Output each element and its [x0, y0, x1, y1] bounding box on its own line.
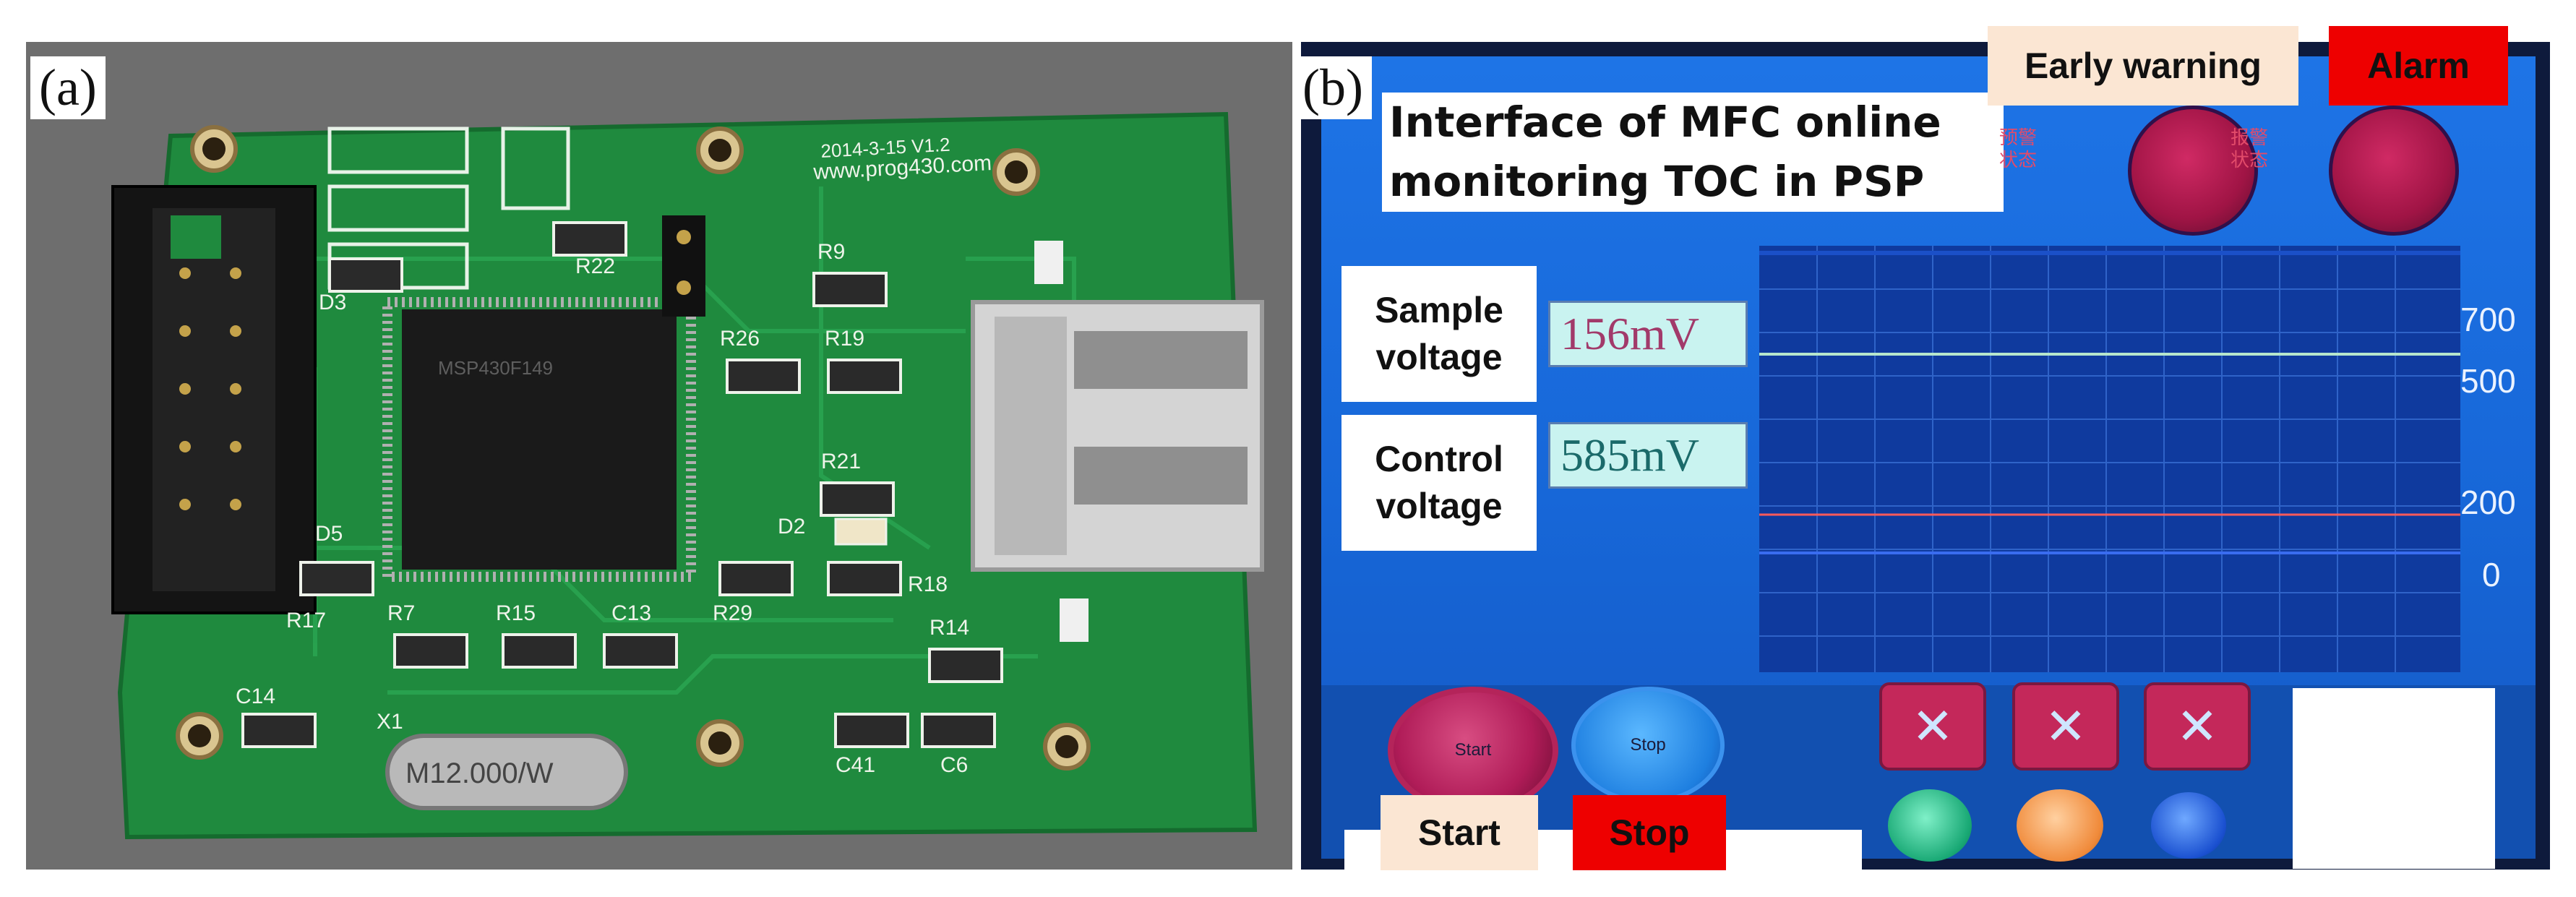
- sample-voltage-label: Sample voltage: [1341, 266, 1537, 402]
- svg-text:R15: R15: [496, 601, 536, 625]
- control-voltage-label: Control voltage: [1341, 415, 1537, 551]
- control-voltage-readout: 585mV: [1548, 422, 1748, 489]
- svg-text:D5: D5: [315, 522, 343, 546]
- start-button-text: Start: [1454, 740, 1492, 760]
- orange-round-button[interactable]: [2017, 789, 2103, 862]
- svg-text:X1: X1: [377, 710, 403, 734]
- y-tick-0: 0: [2482, 556, 2501, 593]
- start-callout: Start: [1381, 795, 1538, 870]
- svg-text:C41: C41: [836, 753, 875, 777]
- svg-text:R17: R17: [286, 609, 326, 632]
- svg-text:D2: D2: [778, 515, 805, 538]
- svg-text:R18: R18: [908, 572, 948, 596]
- plot-canvas: [1759, 246, 2460, 672]
- early-warning-callout: Early warning: [1988, 26, 2298, 106]
- clear-button-2[interactable]: ✕: [2012, 682, 2119, 771]
- svg-text:R9: R9: [817, 240, 845, 264]
- screen-title: Interface of MFC online monitoring TOC i…: [1382, 93, 2004, 212]
- early-warning-indicator-lamp: [2128, 106, 2258, 236]
- svg-text:R22: R22: [575, 254, 615, 278]
- y-tick-200: 200: [2460, 484, 2516, 521]
- stop-button-text: Stop: [1630, 735, 1666, 755]
- panel-b-label: (b): [1294, 56, 1372, 119]
- early-warning-status-text: 预警 状态: [1999, 127, 2038, 172]
- svg-text:C13: C13: [611, 601, 651, 625]
- svg-text:MSP430F149: MSP430F149: [438, 357, 553, 379]
- voltage-trend-plot: [1759, 246, 2460, 672]
- svg-text:R26: R26: [720, 327, 760, 351]
- clear-button-3[interactable]: ✕: [2144, 682, 2251, 771]
- svg-text:C6: C6: [940, 753, 968, 777]
- screen-title-line-1: Interface of MFC online: [1389, 98, 1941, 147]
- close-icon: ✕: [1911, 697, 1954, 756]
- y-tick-500: 500: [2460, 362, 2516, 400]
- blue-round-button[interactable]: [2151, 792, 2226, 859]
- svg-text:R7: R7: [387, 601, 415, 625]
- svg-text:R21: R21: [821, 450, 861, 473]
- svg-text:R19: R19: [825, 327, 864, 351]
- blank-display-box: [2293, 688, 2495, 869]
- green-round-button[interactable]: [1888, 789, 1972, 862]
- y-tick-700: 700: [2460, 301, 2516, 338]
- panel-a-label: (a): [30, 56, 106, 119]
- alarm-callout: Alarm: [2329, 26, 2508, 106]
- svg-text:R29: R29: [713, 601, 752, 625]
- alarm-indicator-lamp: [2329, 106, 2459, 236]
- stop-button[interactable]: Stop: [1571, 687, 1725, 804]
- screen-title-line-2: monitoring TOC in PSP: [1389, 157, 1925, 207]
- stop-callout: Stop: [1573, 795, 1726, 870]
- close-icon: ✕: [2044, 697, 2087, 756]
- svg-text:R14: R14: [929, 616, 969, 640]
- alarm-status-text: 报警 状态: [2231, 127, 2269, 172]
- svg-text:D3: D3: [319, 291, 346, 314]
- svg-text:C14: C14: [236, 684, 275, 708]
- clear-button-1[interactable]: ✕: [1879, 682, 1986, 771]
- start-button[interactable]: Start: [1388, 687, 1558, 814]
- close-icon: ✕: [2176, 697, 2219, 756]
- sample-voltage-readout: 156mV: [1548, 301, 1748, 367]
- crystal-marking: M12.000/W: [405, 757, 554, 789]
